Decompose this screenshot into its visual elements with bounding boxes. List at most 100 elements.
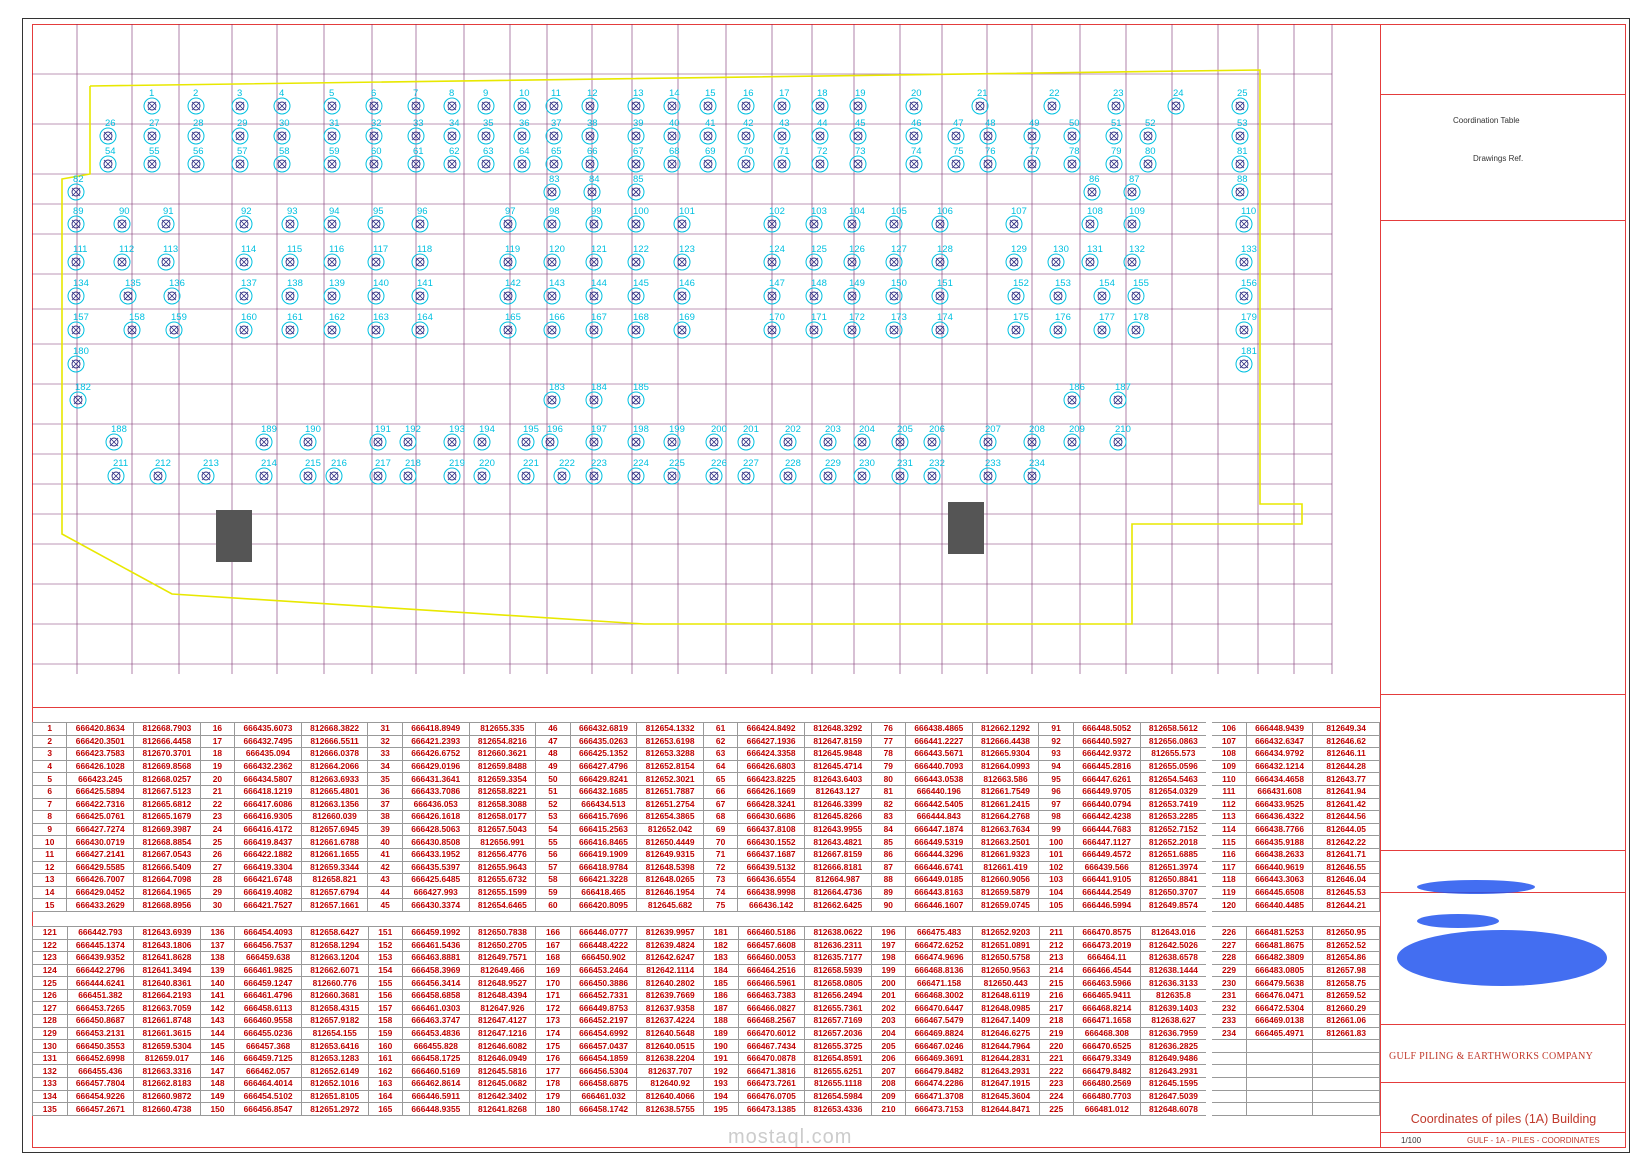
pile-cross — [447, 101, 457, 111]
pile-cross — [815, 101, 825, 111]
pile-cross — [403, 437, 413, 447]
pile-marker — [909, 131, 919, 141]
pile-cross — [1085, 219, 1095, 229]
easting-cell: 666445.1374 — [66, 938, 135, 953]
pile-circle — [443, 433, 461, 451]
northing-cell: 812663.6933 — [300, 772, 369, 786]
easting-cell: 666480.2569 — [1073, 1077, 1141, 1091]
pile-circle — [553, 467, 571, 485]
pile-label: 79 — [1111, 146, 1122, 157]
pile-circle — [585, 287, 603, 305]
pile-marker — [327, 159, 337, 169]
pile-label: 222 — [559, 458, 575, 469]
pile-cross — [285, 257, 295, 267]
northing-cell: 812642.3402 — [468, 1089, 537, 1104]
northing-cell: 812657.7169 — [804, 1014, 872, 1028]
pile-cross — [169, 325, 179, 335]
northing-cell: 812646.62 — [1312, 734, 1380, 749]
easting-cell: 666455.828 — [402, 1039, 470, 1053]
pile-label: 185 — [633, 382, 649, 393]
pile-circle — [299, 433, 317, 451]
pile-marker — [667, 101, 677, 111]
pile-marker — [103, 131, 113, 141]
pile-label: 117 — [373, 244, 388, 255]
pile-number-cell: 177 — [535, 1064, 571, 1079]
pile-number-cell: 119 — [1206, 885, 1247, 900]
northing-cell: 812654.3865 — [636, 810, 704, 824]
easting-cell: 666432.1214 — [1245, 759, 1314, 774]
northing-cell: 812661.83 — [1312, 1026, 1380, 1041]
easting-cell: 666461.0303 — [402, 1001, 470, 1016]
pile-label: 140 — [373, 278, 389, 289]
easting-cell: 666459.1992 — [402, 925, 470, 940]
pile-marker — [703, 101, 713, 111]
pile-number-cell: 92 — [1038, 734, 1074, 749]
pile-circle — [763, 215, 781, 233]
pile-circle — [673, 287, 691, 305]
easting-cell: 666446.5911 — [402, 1089, 470, 1104]
pile-label: 98 — [549, 206, 560, 217]
pile-circle — [923, 433, 941, 451]
easting-cell: 666458.6113 — [234, 1001, 302, 1016]
pile-circle — [805, 215, 823, 233]
pile-circle — [627, 287, 645, 305]
pile-cross — [631, 101, 641, 111]
northing-cell: 812667.8159 — [803, 847, 872, 862]
pile-marker — [403, 437, 413, 447]
pile-label: 224 — [633, 458, 649, 469]
northing-cell: 812662.6425 — [803, 898, 872, 912]
easting-cell: 666461.9825 — [234, 963, 302, 978]
pile-number-cell: 93 — [1038, 747, 1074, 761]
pile-marker — [285, 257, 295, 267]
pile-cross — [371, 257, 381, 267]
easting-cell: 666434.4658 — [1245, 772, 1314, 786]
pile-cross — [703, 101, 713, 111]
pile-marker — [1009, 219, 1019, 229]
easting-cell: 666457.7804 — [66, 1077, 135, 1091]
pile-label: 111 — [73, 244, 87, 255]
pile-cross — [303, 437, 313, 447]
northing-cell: 812650.4449 — [636, 835, 704, 849]
pile-number-cell: 100 — [1038, 835, 1074, 849]
pile-cross — [259, 437, 269, 447]
pile-label: 20 — [911, 88, 922, 99]
northing-cell: 812662.6071 — [300, 963, 369, 978]
pile-number-cell: 135 — [32, 1102, 68, 1116]
pile-circle — [581, 97, 599, 115]
pile-marker — [1127, 257, 1137, 267]
pile-marker — [631, 159, 641, 169]
pile-circle — [971, 97, 989, 115]
pile-marker — [889, 325, 899, 335]
pile-number-cell: 59 — [535, 885, 571, 900]
pile-label: 15 — [705, 88, 716, 99]
pile-cross — [909, 159, 919, 169]
pile-number-cell: 165 — [367, 1102, 404, 1116]
pile-label: 219 — [449, 458, 465, 469]
easting-cell: 666447.6261 — [1072, 772, 1141, 786]
pile-cross — [71, 291, 81, 301]
easting-cell: 666470.0878 — [737, 1051, 806, 1066]
pile-circle — [323, 97, 341, 115]
pile-number-cell: 84 — [870, 822, 907, 837]
pile-number-cell: 187 — [703, 1001, 739, 1016]
pile-marker — [631, 131, 641, 141]
pile-marker — [277, 101, 287, 111]
pile-circle — [843, 287, 861, 305]
northing-cell: 812661.2415 — [971, 797, 1040, 812]
pile-number-cell: 41 — [367, 847, 403, 862]
northing-cell: 812655.6251 — [804, 1064, 872, 1079]
pile-label: 101 — [679, 206, 695, 217]
pile-label: 56 — [193, 146, 204, 157]
pile-number-cell: 74 — [702, 885, 739, 900]
pile-number-cell: 47 — [535, 734, 571, 749]
pile-number-cell: 62 — [702, 734, 739, 749]
pile-cross — [481, 131, 491, 141]
easting-cell: 666427.4796 — [569, 759, 638, 774]
pile-circle — [737, 155, 755, 173]
pile-circle — [627, 321, 645, 339]
pile-circle — [143, 155, 161, 173]
easting-cell: 666450.3886 — [569, 976, 638, 990]
